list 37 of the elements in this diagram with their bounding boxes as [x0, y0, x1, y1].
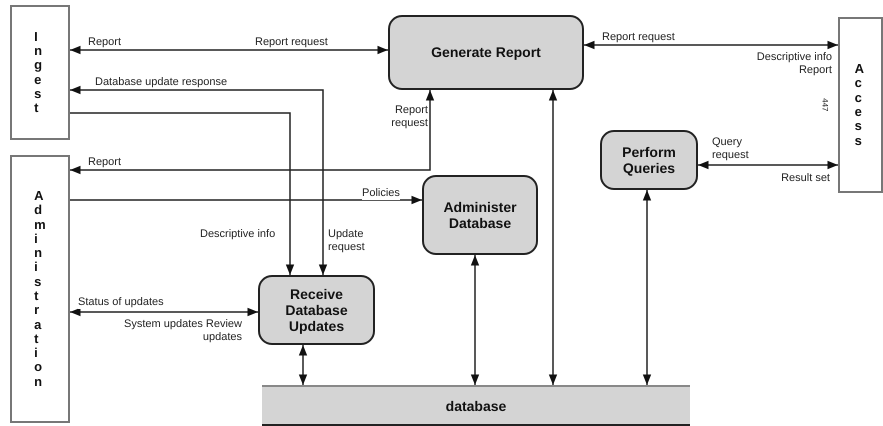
edge-label: Database update response — [95, 76, 228, 90]
flow-label: Report — [88, 36, 122, 50]
arrow — [548, 90, 558, 385]
node-label: database — [446, 398, 506, 414]
process-box — [600, 130, 698, 190]
entity-box — [838, 17, 883, 193]
arrow — [70, 86, 328, 275]
arrow — [70, 308, 258, 316]
process-box — [388, 15, 584, 90]
process-box — [258, 275, 375, 345]
page-number: 447 — [820, 98, 830, 112]
arrow — [298, 345, 308, 385]
node-label: Access — [854, 62, 866, 148]
edge-label: Descriptive info — [200, 228, 276, 242]
arrow — [70, 196, 422, 204]
arrow — [70, 90, 434, 174]
edge-label: Report request — [602, 31, 675, 44]
node-label: Perform Queries — [621, 144, 677, 176]
node-label: Generate Report — [431, 44, 541, 61]
node-label: Administration — [34, 188, 46, 390]
edge-label: Policies — [362, 187, 400, 200]
process-box — [422, 175, 538, 255]
flow-label: Report — [88, 156, 122, 170]
arrow — [584, 40, 838, 50]
arrow — [70, 112, 294, 275]
arrow — [470, 255, 480, 385]
node-label: Ingest — [34, 30, 44, 116]
arrow — [642, 190, 652, 385]
edge-label: Report request — [255, 36, 328, 50]
entity-box — [10, 5, 70, 140]
arrow — [70, 46, 388, 54]
node-label: Administer Database — [442, 198, 518, 232]
data-store-bar — [262, 385, 690, 426]
entity-box — [10, 155, 70, 423]
node-label: Receive Database Updates — [284, 286, 349, 334]
edge-label: Status of updates — [78, 296, 164, 310]
arrow — [698, 160, 838, 170]
